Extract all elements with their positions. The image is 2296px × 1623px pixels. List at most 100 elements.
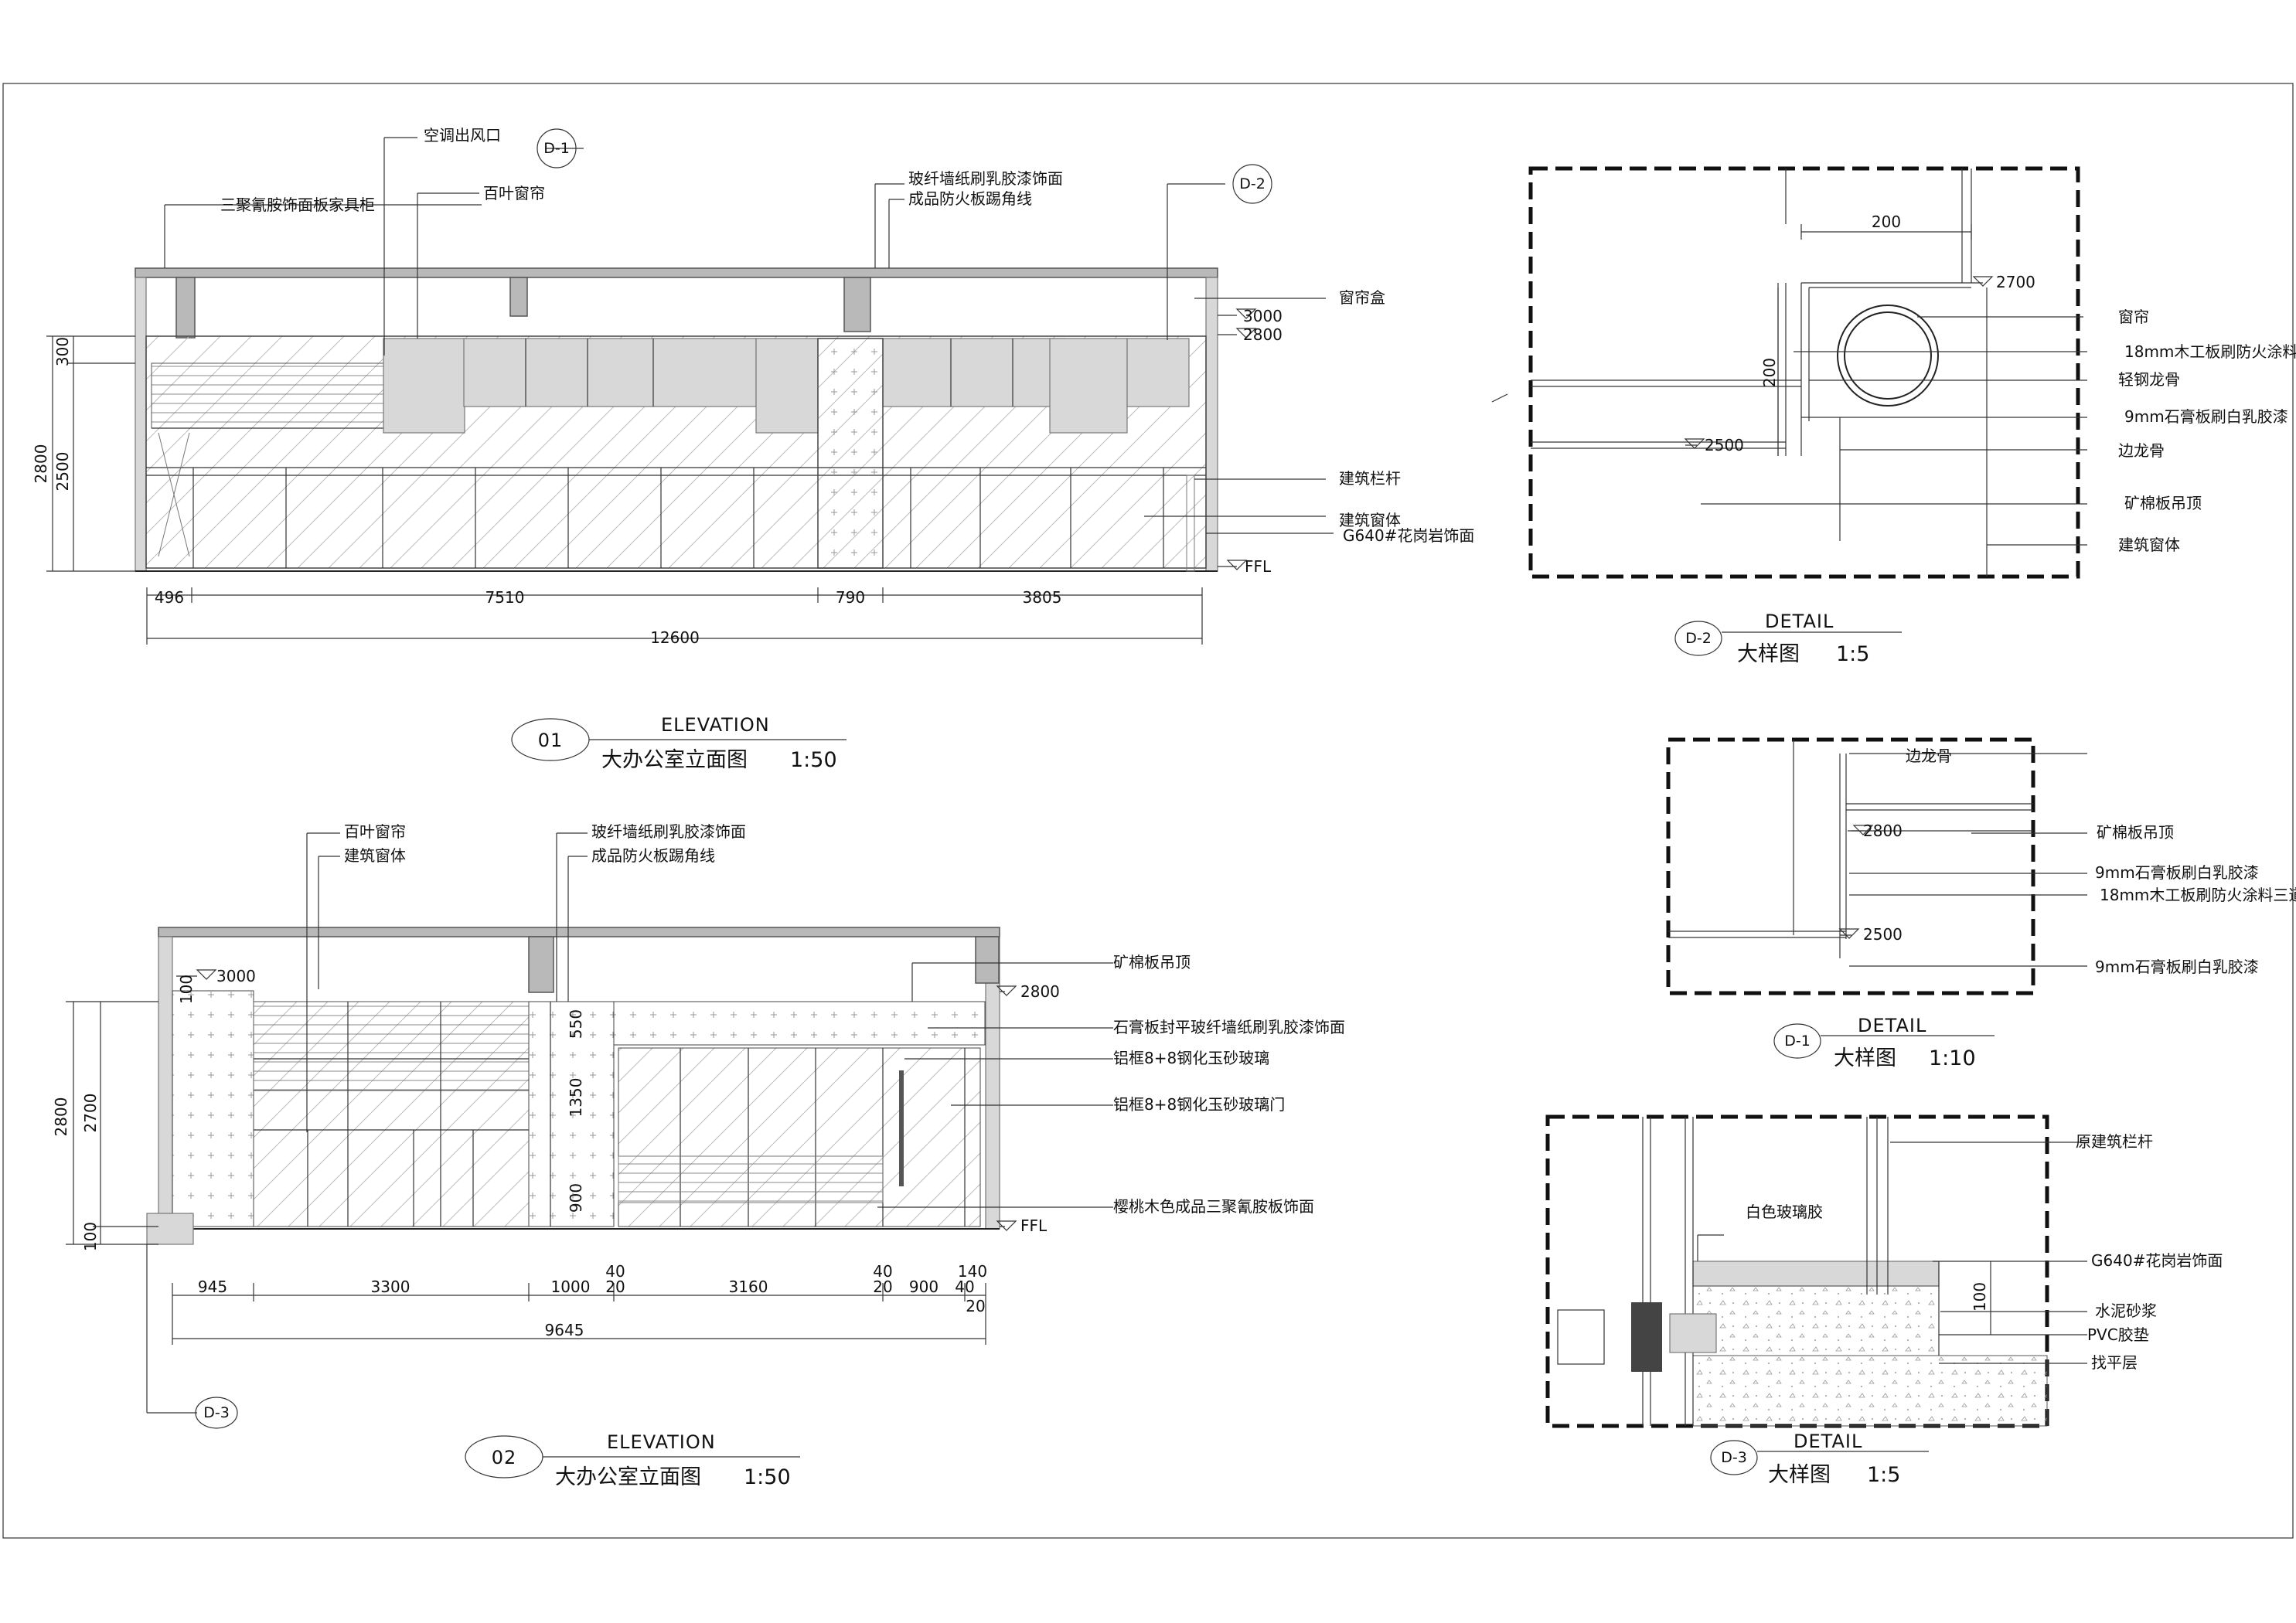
label-gypsum-wallpaper: 石膏板封平玻纤墙纸刷乳胶漆饰面: [1113, 1018, 1345, 1036]
blind: [1126, 338, 1190, 407]
blind: [755, 338, 819, 434]
title-number: 02: [492, 1447, 517, 1468]
title-cn: 大办公室立面图: [555, 1465, 701, 1489]
label-gypsum: 9mm石膏板刷白乳胶漆: [2124, 407, 2288, 426]
dim-total: 9645: [545, 1321, 584, 1339]
section-tag-d1: D-1: [543, 140, 570, 157]
ceiling-slab: [135, 267, 1218, 278]
title-scale: 1:10: [1929, 1046, 1976, 1070]
left-wall: [135, 277, 147, 572]
cabinet: [151, 362, 384, 429]
label-plywood: 18mm木工板刷防火涂料三: [2124, 342, 2296, 361]
dim-segment: 140: [958, 1262, 987, 1281]
frame-profile: [1557, 1309, 1605, 1365]
title-cn: 大样图: [1834, 1046, 1896, 1070]
level-2500: 2500: [1705, 436, 1744, 454]
detail-frame: [1545, 1114, 2049, 1428]
title-en: ELEVATION: [607, 1431, 716, 1453]
section-marker-d2: [1232, 164, 1272, 204]
label-window: 建筑窗体: [344, 846, 406, 865]
label-melamine-cabinet: 三聚氰胺饰面板家具柜: [220, 196, 375, 214]
floor-detail-marker: [146, 1213, 194, 1245]
dim-segment: 40: [605, 1262, 625, 1281]
label-railing: 建筑栏杆: [1339, 469, 1401, 488]
dim-2500: 2500: [53, 452, 72, 492]
section-marker-d1: [537, 128, 577, 168]
elevation-02: 百叶窗帘 建筑窗体 玻纤墙纸刷乳胶漆饰面 成品防火板踢角线 矿棉板吊顶 石膏板封…: [52, 822, 1345, 1489]
label-leveling: 找平层: [2091, 1353, 2138, 1372]
dim-100: 100: [177, 975, 196, 1004]
sheet-border: [2, 83, 2294, 1539]
label-curtain: 窗帘: [2118, 308, 2149, 326]
label-curtain-box: 窗帘盒: [1339, 288, 1385, 307]
title-scale: 1:5: [1836, 642, 1869, 666]
label-window: 建筑窗体: [1339, 511, 1401, 529]
level-2800: 2800: [1863, 822, 1903, 840]
dim-2800: 2800: [52, 1097, 70, 1137]
mortar-bed: [1692, 1285, 1940, 1356]
dim-300: 300: [53, 337, 72, 366]
label-glue: 白色玻璃胶: [1746, 1203, 1823, 1221]
dim-segment: 20: [966, 1297, 985, 1315]
ceiling-beam: [975, 936, 1000, 984]
column: [817, 338, 884, 569]
blind: [882, 338, 1066, 407]
dim-200: 200: [1872, 213, 1901, 231]
frosted-band: [618, 1155, 884, 1203]
blind: [463, 338, 757, 407]
label-gypsum: 9mm石膏板刷白乳胶漆: [2095, 958, 2259, 976]
title-scale: 1:5: [1867, 1463, 1900, 1487]
label-granite: G640#花岗岩饰面: [2091, 1251, 2223, 1270]
leveling-layer: [1692, 1355, 2048, 1427]
railing: [1186, 475, 1195, 572]
label-pvc: PVC胶垫: [2087, 1325, 2149, 1344]
door-handle: [899, 1070, 904, 1186]
level-2800: 2800: [1020, 982, 1060, 1001]
label-frosted-glass: 铝框8+8钢化玉砂玻璃: [1113, 1049, 1269, 1067]
label-mineral-ceiling: 矿棉板吊顶: [2097, 823, 2174, 842]
ceiling-beam: [175, 277, 196, 339]
dim-segment: 7510: [485, 588, 525, 607]
ceiling-beam: [509, 277, 528, 317]
title-scale: 1:50: [790, 748, 837, 772]
ceiling-slab: [158, 927, 1000, 937]
blind: [383, 338, 465, 434]
title-bubble: [1674, 621, 1722, 656]
label-window: 建筑窗体: [2118, 536, 2180, 554]
granite-slab: [1692, 1261, 1940, 1287]
blind: [253, 1001, 530, 1091]
label-fireproof-skirting: 成品防火板踢角线: [591, 846, 715, 865]
side-panel: [172, 990, 254, 1227]
level-2700: 2700: [1996, 273, 2035, 291]
right-wall: [1205, 277, 1218, 572]
title-en: DETAIL: [1858, 1015, 1926, 1036]
dim-segment: 790: [836, 588, 865, 607]
dim-2800: 2800: [32, 444, 50, 484]
dim-total: 12600: [650, 628, 700, 647]
dim-segment: 20: [605, 1278, 625, 1296]
section-tag-d2: D-2: [1239, 175, 1266, 192]
title-cn: 大样图: [1768, 1463, 1831, 1487]
ceiling-beam: [843, 277, 871, 332]
section-tag-d3: D-3: [203, 1404, 230, 1421]
dim-900: 900: [567, 1183, 585, 1213]
wall-pier: [528, 1001, 615, 1227]
section-marker-d3: [195, 1397, 238, 1429]
label-fireproof-skirting: 成品防火板踢角线: [908, 189, 1032, 208]
level-2500: 2500: [1863, 925, 1903, 944]
curtain-roll: [1837, 305, 1939, 407]
gypsum-panel: [613, 1001, 986, 1046]
label-gypsum: 9mm石膏板刷白乳胶漆: [2095, 863, 2259, 882]
label-frosted-glass-door: 铝框8+8钢化玉砂玻璃门: [1113, 1095, 1285, 1114]
dim-2700: 2700: [81, 1094, 100, 1133]
title-cn: 大办公室立面图: [601, 748, 748, 772]
title-en: ELEVATION: [661, 714, 770, 736]
title-number: 01: [538, 730, 564, 751]
detail-d1: 2800 2500 边龙骨 矿棉板吊顶 9mm石膏板刷白乳胶漆 18mm木工板刷…: [1666, 737, 2296, 1070]
dim-segment: 945: [198, 1278, 227, 1296]
level-3000: 3000: [216, 967, 256, 985]
label-edge-keel: 边龙骨: [2118, 441, 2165, 460]
label-steel-keel: 轻钢龙骨: [2118, 370, 2180, 389]
level-ffl: FFL: [1020, 1216, 1048, 1235]
level-ffl: FFL: [1245, 557, 1272, 576]
